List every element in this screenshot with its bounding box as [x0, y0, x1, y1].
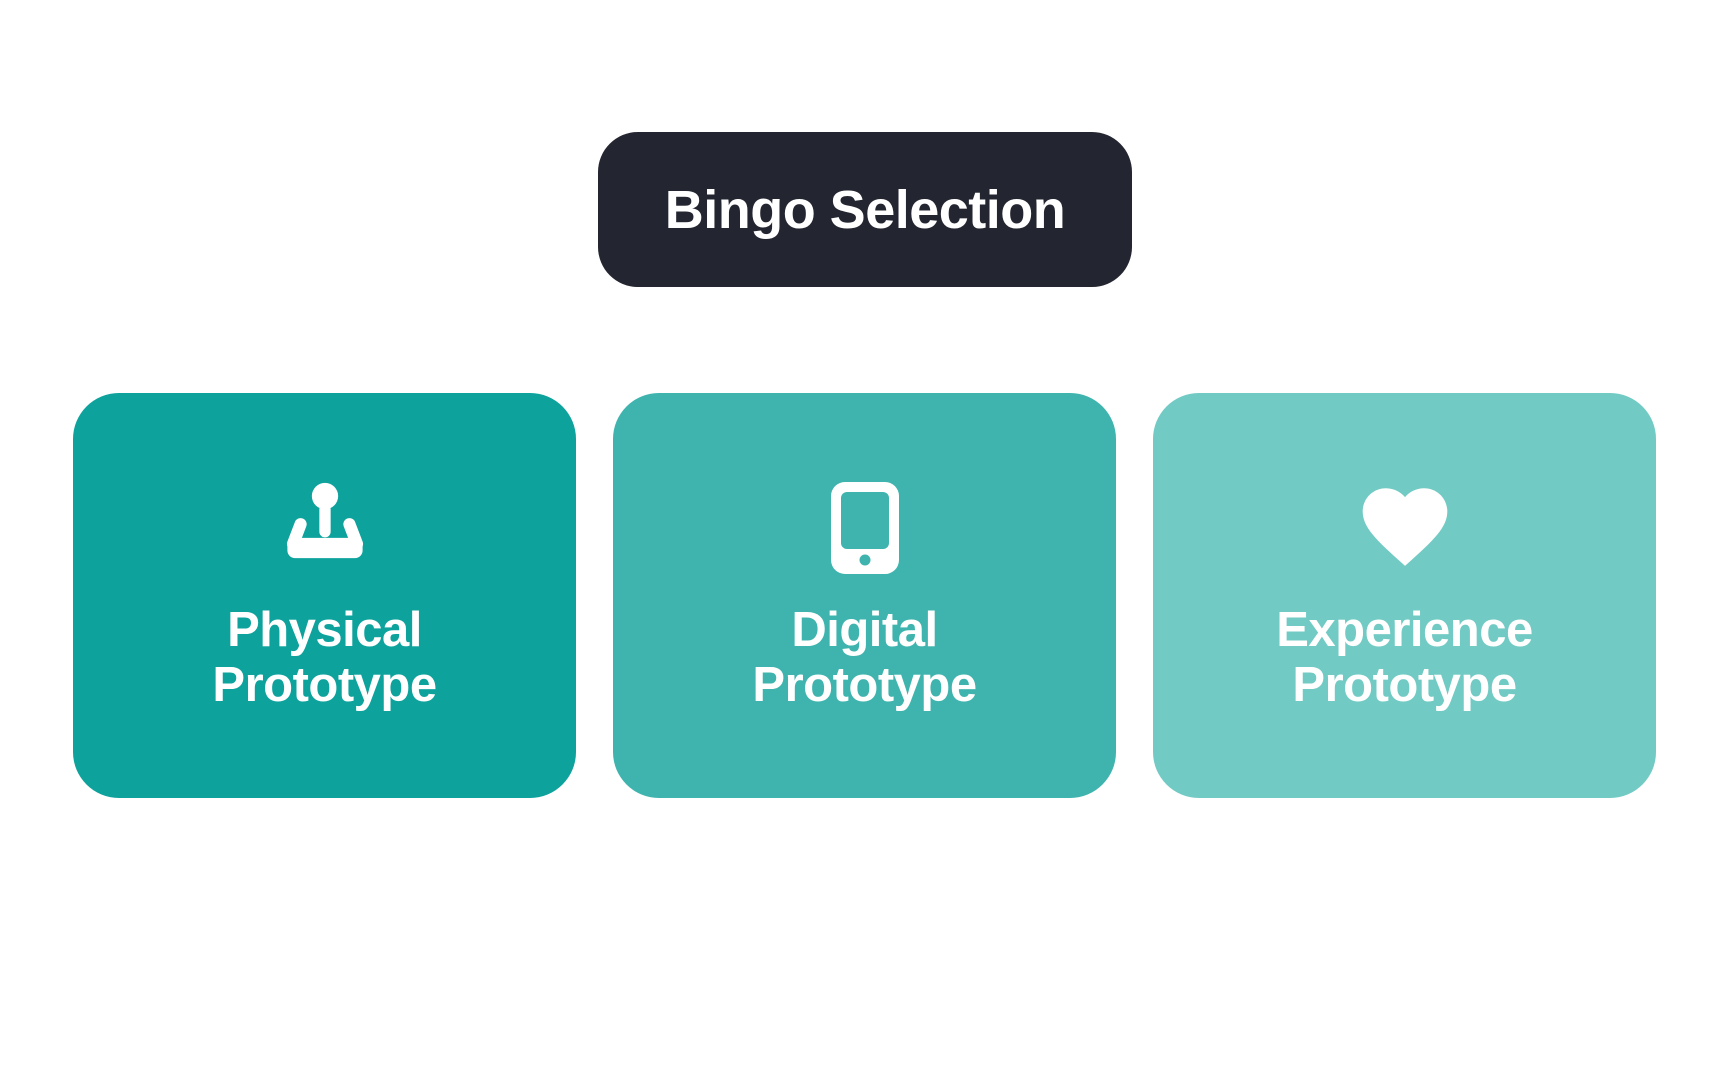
card-title-physical: Physical Prototype: [212, 603, 437, 712]
card-physical-prototype[interactable]: Physical Prototype: [73, 393, 576, 798]
heart-icon: [1361, 481, 1449, 575]
prototype-cards-row: Physical Prototype Digital Prototype: [73, 393, 1656, 798]
tablet-icon: [830, 481, 899, 575]
card-experience-prototype[interactable]: Experience Prototype: [1153, 393, 1656, 798]
page-title: Bingo Selection: [664, 179, 1066, 240]
card-title-digital: Digital Prototype: [752, 603, 977, 712]
joystick-icon: [278, 481, 372, 575]
card-title-experience: Experience Prototype: [1276, 603, 1533, 712]
bingo-selection-banner: Bingo Selection: [598, 132, 1132, 287]
card-digital-prototype[interactable]: Digital Prototype: [613, 393, 1116, 798]
